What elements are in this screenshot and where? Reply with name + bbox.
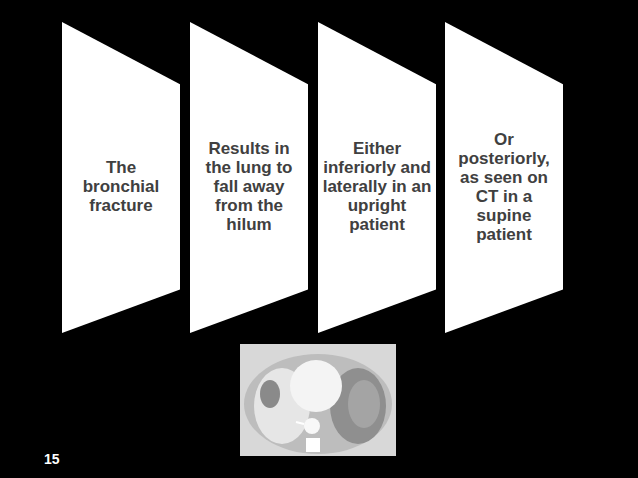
ct-collapsed-lung	[260, 380, 280, 408]
step-text: Or posteriorly, as seen on CT in a supin…	[449, 130, 559, 244]
ct-body	[244, 354, 392, 454]
step-text: The bronchial fracture	[66, 158, 176, 215]
ct-spine	[306, 438, 320, 452]
slide-number: 15	[44, 451, 60, 467]
ct-arrow	[296, 422, 304, 424]
chevron-fill	[445, 22, 563, 333]
chevron-step: Results in the lung to fall away from th…	[190, 22, 308, 333]
ct-heart	[290, 360, 342, 412]
ct-frame	[240, 344, 396, 456]
ct-image	[240, 344, 396, 456]
chevron-fill	[318, 22, 436, 333]
ct-lung-markings	[348, 380, 380, 428]
chevron-step: Either inferiorly and laterally in an up…	[318, 22, 436, 333]
step-text: Either inferiorly and laterally in an up…	[322, 139, 432, 234]
ct-aorta	[304, 418, 320, 434]
chevron-step: Or posteriorly, as seen on CT in a supin…	[445, 22, 563, 333]
chevron-step: The bronchial fracture	[62, 22, 180, 333]
step-text: Results in the lung to fall away from th…	[194, 139, 304, 234]
chevron-fill	[190, 22, 308, 333]
chevron-fill	[62, 22, 180, 333]
